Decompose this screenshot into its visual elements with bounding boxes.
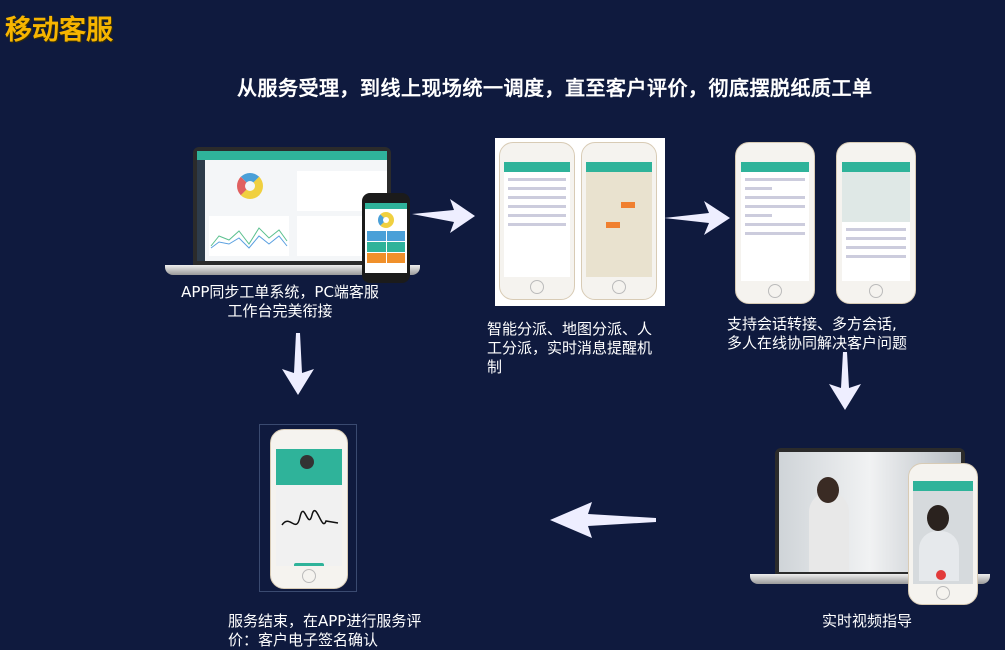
chat-list-image — [735, 142, 815, 304]
step-3-caption: 支持会话转接、多方会话, 多人在线协同解决客户问题 — [727, 315, 947, 353]
step-2-caption: 智能分派、地图分派、人 工分派，实时消息提醒机 制 — [487, 320, 677, 377]
caption-line: 制 — [487, 358, 503, 376]
arrow-left-icon — [550, 502, 656, 538]
caption-line: 价：客户电子签名确认 — [228, 631, 379, 649]
pc-workbench-image — [165, 147, 420, 277]
caption-line: 工分派，实时消息提醒机 — [487, 339, 653, 357]
caption-line: 工作台完美衔接 — [227, 302, 333, 320]
arrow-down-icon — [282, 333, 314, 395]
caption-line: 服务结束，在APP进行服务评 — [228, 612, 422, 630]
page-subtitle: 从服务受理，到线上现场统一调度，直至客户评价，彻底摆脱纸质工单 — [237, 76, 873, 100]
mobile-app-image — [362, 193, 410, 283]
signature-image — [259, 424, 357, 592]
caption-line: 多人在线协同解决客户问题 — [727, 334, 908, 352]
step-1-caption: APP同步工单系统，PC端客服 工作台完美衔接 — [160, 283, 400, 321]
arrow-right-icon — [664, 201, 730, 235]
step-4-caption: 实时视频指导 — [822, 612, 913, 630]
caption-line: APP同步工单系统，PC端客服 — [181, 283, 379, 301]
caption-line: 智能分派、地图分派、人 — [487, 320, 653, 338]
page-title: 移动客服 — [5, 15, 113, 46]
dispatch-image — [495, 138, 665, 306]
step-5-caption: 服务结束，在APP进行服务评 价：客户电子签名确认 — [228, 612, 448, 650]
caption-line: 支持会话转接、多方会话, — [727, 315, 897, 333]
arrow-right-icon — [412, 199, 475, 233]
video-call-phone — [908, 463, 978, 605]
chat-session-image — [836, 142, 916, 304]
arrow-down-icon — [829, 352, 861, 410]
